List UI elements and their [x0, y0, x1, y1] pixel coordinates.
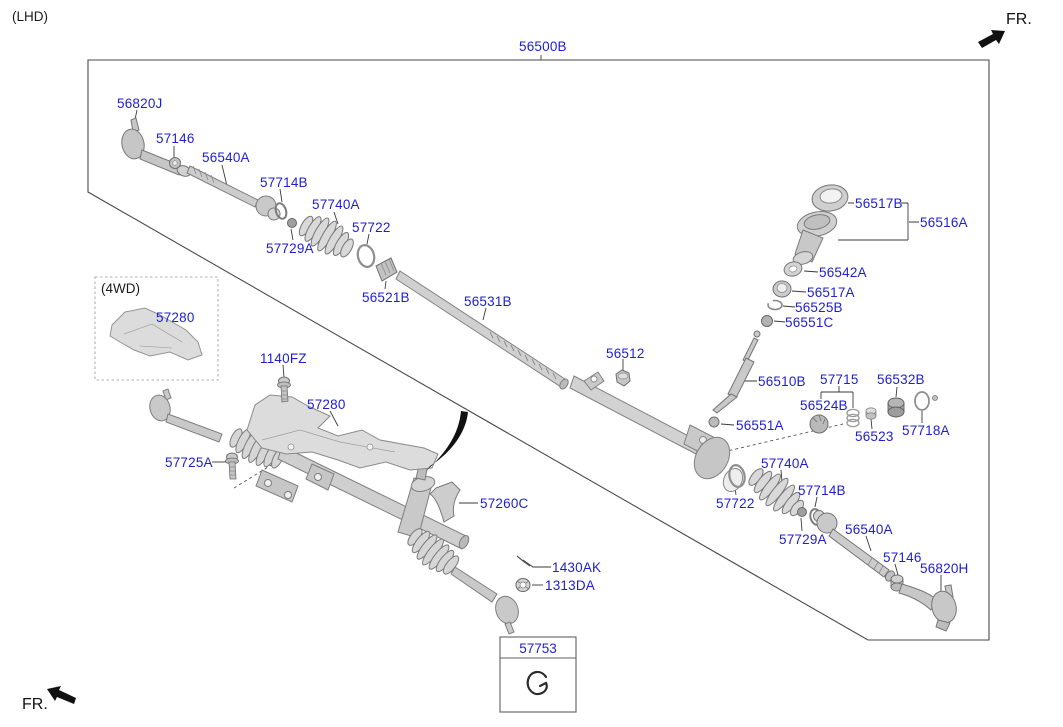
part-57146-top-drawing — [169, 157, 181, 169]
callout-56820h[interactable]: 56820H — [920, 561, 969, 576]
part-57729a-bottom-clamp-drawing — [797, 507, 807, 517]
callout-56551a[interactable]: 56551A — [736, 418, 784, 433]
part-56551a-stopper-drawing — [708, 416, 720, 428]
callout-56523[interactable]: 56523 — [855, 429, 894, 444]
assembled-steering-gear-drawing — [149, 388, 519, 635]
part-57260c-bracket-drawing — [429, 481, 461, 523]
callout-57729a-top[interactable]: 57729A — [266, 241, 314, 256]
column-direction-swoosh — [426, 411, 468, 471]
callout-57718a[interactable]: 57718A — [902, 423, 950, 438]
part-57740a-bottom-boot-drawing — [748, 468, 805, 517]
callout-56820j[interactable]: 56820J — [117, 96, 163, 111]
part-57725a-bolt-drawing — [225, 452, 239, 480]
callout-57722-bottom[interactable]: 57722 — [716, 496, 755, 511]
part-gear-housing-drawing — [569, 371, 744, 493]
callout-57146-bottom[interactable]: 57146 — [883, 550, 922, 565]
part-57722-top-oring-drawing — [356, 244, 376, 268]
diagram-boundary — [87, 59, 990, 641]
part-56531b-rack-bar-drawing — [395, 270, 569, 390]
front-marker-top: FR. — [1006, 11, 1032, 28]
callout-56512[interactable]: 56512 — [606, 346, 645, 361]
front-marker-bottom: FR. — [22, 696, 48, 713]
part-57718a-oring-drawing — [914, 391, 938, 411]
callout-56510b[interactable]: 56510B — [758, 374, 806, 389]
callout-57146-top[interactable]: 57146 — [156, 131, 195, 146]
callout-1313da[interactable]: 1313DA — [545, 578, 595, 593]
callout-57722-top[interactable]: 57722 — [352, 220, 391, 235]
part-56820h-tie-rod-end-drawing — [898, 583, 957, 632]
callout-56517a[interactable]: 56517A — [807, 285, 855, 300]
callout-56525b[interactable]: 56525B — [795, 300, 843, 315]
callout-56521b[interactable]: 56521B — [362, 290, 410, 305]
callout-56532b[interactable]: 56532B — [877, 372, 925, 387]
clip-part-drawing — [526, 670, 548, 696]
callout-57740a-top[interactable]: 57740A — [312, 197, 360, 212]
part-57722-bottom-oring-drawing — [728, 464, 746, 488]
part-56532b-plug-drawing — [887, 397, 905, 418]
part-1313da-nut-drawing — [515, 578, 531, 592]
callout-57714b-top[interactable]: 57714B — [260, 175, 308, 190]
callout-56516a[interactable]: 56516A — [920, 215, 968, 230]
callout-56531b[interactable]: 56531B — [464, 294, 512, 309]
four-wd-option-box — [94, 276, 219, 381]
part-57714b-top-ring-drawing — [274, 202, 288, 220]
callout-56540a-bottom[interactable]: 56540A — [845, 522, 893, 537]
part-57715-spring-drawing — [846, 408, 860, 428]
callout-57260c[interactable]: 57260C — [480, 496, 529, 511]
dashed-leader-lines — [233, 423, 844, 489]
four-wd-tag: (4WD) — [101, 281, 140, 296]
callout-56517b[interactable]: 56517B — [855, 196, 903, 211]
drive-variant-label: (LHD) — [12, 9, 48, 24]
reference-box-57753 — [499, 636, 577, 713]
callout-57753[interactable]: 57753 — [519, 641, 557, 656]
part-57280-4wd-heat-shield-drawing — [109, 307, 203, 361]
part-56521b-bushing-drawing — [375, 257, 398, 282]
part-56517b-dust-cover-drawing — [811, 184, 849, 212]
part-1140fz-bolt-drawing — [277, 376, 291, 403]
callout-56551c[interactable]: 56551C — [785, 315, 834, 330]
part-56510b-pinion-shaft-drawing — [712, 330, 761, 414]
part-56516a-valve-assy-drawing — [792, 211, 838, 265]
part-56542a-washer-drawing — [783, 261, 803, 277]
part-57729a-top-clamp-drawing — [287, 218, 297, 228]
callout-57740a-bottom[interactable]: 57740A — [761, 456, 809, 471]
callout-57729a-bottom[interactable]: 57729A — [779, 532, 827, 547]
part-57740a-top-boot-drawing — [298, 215, 354, 258]
part-1430ak-clip-drawing — [516, 555, 531, 567]
callout-57715[interactable]: 57715 — [820, 372, 859, 387]
callout-56540a-top[interactable]: 56540A — [202, 150, 250, 165]
part-56523-cap-drawing — [865, 407, 877, 420]
part-56524b-yoke-drawing — [809, 414, 829, 434]
fr-arrow-nw-icon — [47, 686, 76, 704]
callout-57725a[interactable]: 57725A — [165, 455, 213, 470]
part-56820j-tie-rod-end-drawing — [121, 117, 192, 177]
callout-1140fz[interactable]: 1140FZ — [260, 351, 307, 366]
callout-56542a[interactable]: 56542A — [819, 265, 867, 280]
part-57280-main-heat-shield-drawing — [246, 394, 439, 471]
part-56525b-snap-ring-drawing — [767, 299, 783, 311]
callout-57714b-bottom[interactable]: 57714B — [798, 483, 846, 498]
part-56517a-bearing-drawing — [772, 280, 792, 298]
callout-56524b[interactable]: 56524B — [800, 398, 848, 413]
part-56512-nut-drawing — [615, 369, 631, 387]
callout-57280-main[interactable]: 57280 — [307, 397, 346, 412]
callout-56500b-assembly[interactable]: 56500B — [519, 39, 567, 54]
callout-1430ak[interactable]: 1430AK — [552, 560, 602, 575]
callout-57280-4wd[interactable]: 57280 — [156, 310, 195, 325]
part-56551c-drawing — [761, 315, 773, 327]
fr-arrow-ne-icon — [978, 30, 1005, 48]
part-56540a-top-inner-rod-drawing — [186, 165, 281, 221]
